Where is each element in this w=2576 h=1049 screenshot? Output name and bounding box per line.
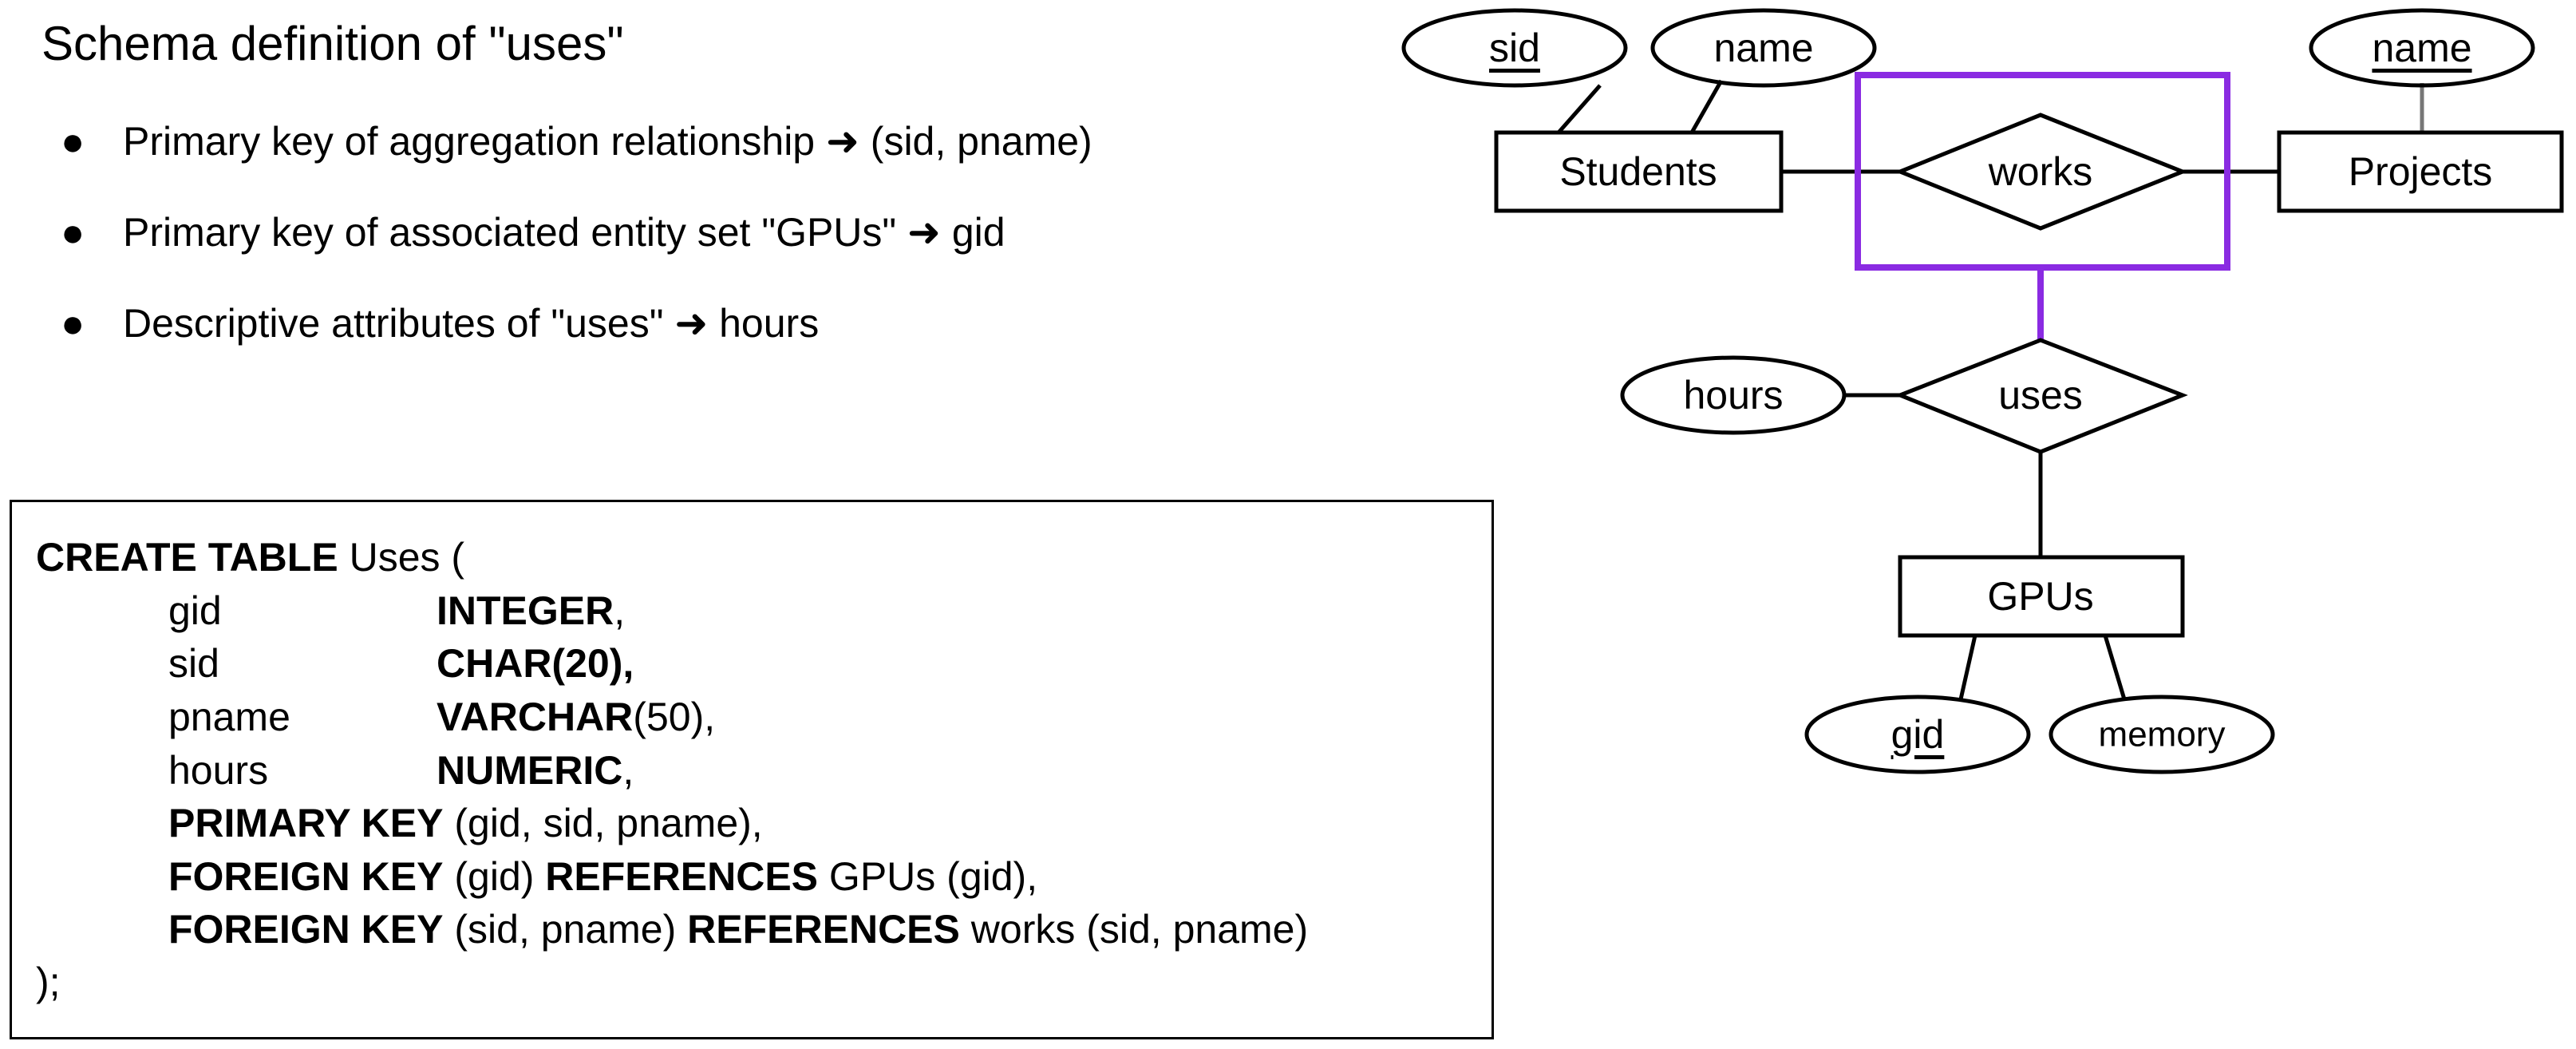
sql-keyword: VARCHAR <box>437 695 634 739</box>
connector-gpus-memory <box>2103 635 2127 700</box>
label-project-name: name <box>2372 26 2471 70</box>
sql-text: (gid, sid, pname), <box>443 801 763 845</box>
bullet-text: Descriptive attributes of "uses" ➜ hours <box>123 301 820 346</box>
sql-column-type: VARCHAR(50), <box>437 694 715 740</box>
sql-code-box: CREATE TABLE Uses ( gid INTEGER, sid CHA… <box>10 500 1494 1039</box>
bullet-marker: ● <box>61 119 85 164</box>
sql-keyword: FOREIGN KEY <box>168 907 444 952</box>
connector-sid-students <box>1557 84 1602 134</box>
attribute-gid <box>1804 695 2031 774</box>
sql-text: Uses ( <box>338 535 465 580</box>
bullet-primary-key-gpus: ● Primary key of associated entity set "G… <box>56 195 1092 286</box>
attribute-student-name <box>1650 8 1877 88</box>
bullet-text: Primary key of aggregation relationship … <box>123 119 1092 164</box>
sql-text: works (sid, pname) <box>959 907 1309 952</box>
relationship-uses <box>1894 338 2188 454</box>
sql-close-line: ); <box>36 960 61 1004</box>
label-memory: memory <box>2099 715 2226 754</box>
sql-text: , <box>622 748 634 793</box>
sql-column-name: hours <box>168 748 269 793</box>
sql-keyword: PRIMARY KEY <box>168 801 444 845</box>
sql-create-line: CREATE TABLE Uses ( <box>36 534 464 580</box>
label-student-name: name <box>1713 26 1813 70</box>
sql-text: (gid) <box>443 854 546 899</box>
connector-gpus-gid <box>1958 635 1977 700</box>
sql-column-type: CHAR(20), <box>437 641 634 686</box>
page-title: Schema definition of "uses" <box>41 17 624 70</box>
sql-foreign-key-gpus-line: FOREIGN KEY (gid) REFERENCES GPUs (gid), <box>168 853 1037 900</box>
bullet-marker: ● <box>61 301 85 346</box>
bullet-marker: ● <box>61 210 85 255</box>
sql-column-name: pname <box>168 695 290 739</box>
sql-column-name: gid <box>168 588 222 633</box>
sql-column-type: INTEGER, <box>437 588 625 634</box>
label-hours: hours <box>1683 373 1783 418</box>
entity-gpus <box>1898 555 2185 638</box>
attribute-project-name <box>2309 8 2535 88</box>
sql-text: (50), <box>633 695 716 739</box>
sql-text: , <box>614 588 626 633</box>
label-works: works <box>1988 149 2093 194</box>
sql-keyword: CREATE TABLE <box>36 535 338 580</box>
label-gid: gid <box>1891 712 1945 757</box>
entity-projects <box>2277 130 2564 213</box>
sql-text: GPUs (gid), <box>818 854 1038 899</box>
sql-keyword: REFERENCES <box>545 854 819 899</box>
bullet-list: ● Primary key of aggregation relationship… <box>56 104 1092 377</box>
sql-keyword: FOREIGN KEY <box>168 854 444 899</box>
label-gpus: GPUs <box>1987 574 2093 619</box>
bullet-primary-key-aggregation: ● Primary key of aggregation relationship… <box>56 104 1092 195</box>
aggregation-box <box>1855 72 2230 271</box>
relationship-works <box>1894 113 2188 231</box>
label-uses: uses <box>1998 373 2083 418</box>
label-projects: Projects <box>2349 149 2493 194</box>
label-sid: sid <box>1489 26 1540 70</box>
attribute-hours <box>1620 355 1847 435</box>
sql-column-type: NUMERIC, <box>437 747 634 794</box>
attribute-memory <box>2049 695 2275 774</box>
sql-column-name: sid <box>168 641 219 686</box>
bullet-text: Primary key of associated entity set "GP… <box>123 210 1006 255</box>
attribute-sid <box>1401 8 1628 88</box>
bullet-descriptive-attributes: ● Descriptive attributes of "uses" ➜ hour… <box>56 286 1092 377</box>
sql-text: (sid, pname) <box>443 907 688 952</box>
connector-name-students <box>1689 79 1724 134</box>
sql-keyword: NUMERIC <box>437 748 623 793</box>
entity-students <box>1494 130 1784 213</box>
sql-keyword: REFERENCES <box>687 907 960 952</box>
sql-foreign-key-works-line: FOREIGN KEY (sid, pname) REFERENCES work… <box>168 906 1308 952</box>
sql-primary-key-line: PRIMARY KEY (gid, sid, pname), <box>168 800 763 846</box>
sql-keyword: INTEGER <box>437 588 614 633</box>
label-students: Students <box>1559 149 1717 194</box>
